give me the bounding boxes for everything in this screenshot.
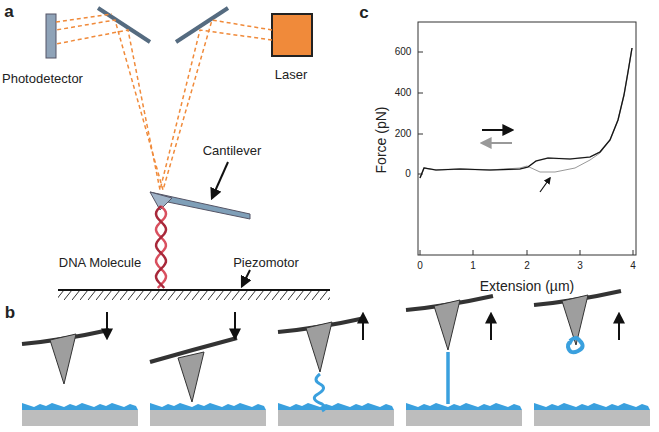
surface-hatch <box>58 291 330 300</box>
tick-label: 400 <box>395 88 412 98</box>
substrate <box>150 410 266 426</box>
tick-label: 200 <box>395 129 412 139</box>
ticks <box>418 52 633 255</box>
surface <box>58 289 330 291</box>
tick-label: 0 <box>417 261 423 271</box>
afm-setup <box>46 8 330 300</box>
dna-layer <box>150 403 266 410</box>
tick-label: 3 <box>577 261 583 271</box>
leader-arrow <box>212 162 228 198</box>
substrate <box>534 410 650 426</box>
laser-beam <box>56 14 272 190</box>
mirror <box>98 8 150 42</box>
panel-letter: c <box>359 4 368 21</box>
substrate <box>406 410 522 426</box>
part-label: DNA Molecule <box>59 256 141 269</box>
axis-title: Force (pN) <box>374 107 388 174</box>
mirror <box>176 8 228 42</box>
panel-letter: a <box>4 3 13 20</box>
cantilever-tip <box>50 334 76 384</box>
extend-curve <box>420 48 632 178</box>
tick-label: 4 <box>630 261 636 271</box>
panel-letter: b <box>5 304 15 321</box>
dna-strand <box>568 338 583 352</box>
leader-arrow <box>242 270 250 286</box>
dna-strand <box>446 352 450 404</box>
laser-box <box>272 14 312 56</box>
dna-helix <box>156 206 166 288</box>
motion-arrow <box>618 314 620 340</box>
gray-curve <box>420 48 632 178</box>
cantilever-tip <box>306 322 332 372</box>
part-label: Photodetector <box>2 72 83 85</box>
part-label: Piezomotor <box>233 256 299 269</box>
part-label: Laser <box>275 68 308 81</box>
direction-arrow <box>482 129 512 131</box>
cantilever-tip <box>434 300 460 350</box>
motion-arrow <box>362 314 364 340</box>
tick-label: 2 <box>524 261 530 271</box>
part-label: Cantilever <box>203 144 262 157</box>
pulling-sequence <box>22 291 650 426</box>
pointer-arrow <box>540 178 550 192</box>
motion-arrow <box>490 314 492 340</box>
motion-arrow <box>234 312 236 338</box>
tick-label: 600 <box>395 47 412 57</box>
dna-layer <box>278 403 394 410</box>
dna-strand <box>314 374 325 411</box>
axis-title: Extension (µm) <box>480 279 574 293</box>
tick-label: 1 <box>470 261 476 271</box>
plot-frame <box>418 22 636 255</box>
substrate <box>278 410 394 426</box>
retract-curve <box>420 48 632 178</box>
photodetector <box>46 14 56 58</box>
direction-arrow <box>482 142 512 144</box>
cantilever-tip <box>178 352 204 402</box>
dna-layer <box>22 403 138 410</box>
substrate <box>22 410 138 426</box>
dna-layer <box>406 403 522 410</box>
tick-label: 0 <box>405 169 411 179</box>
dna-layer <box>534 403 650 410</box>
force-extension-plot <box>418 22 636 255</box>
motion-arrow <box>106 312 108 338</box>
